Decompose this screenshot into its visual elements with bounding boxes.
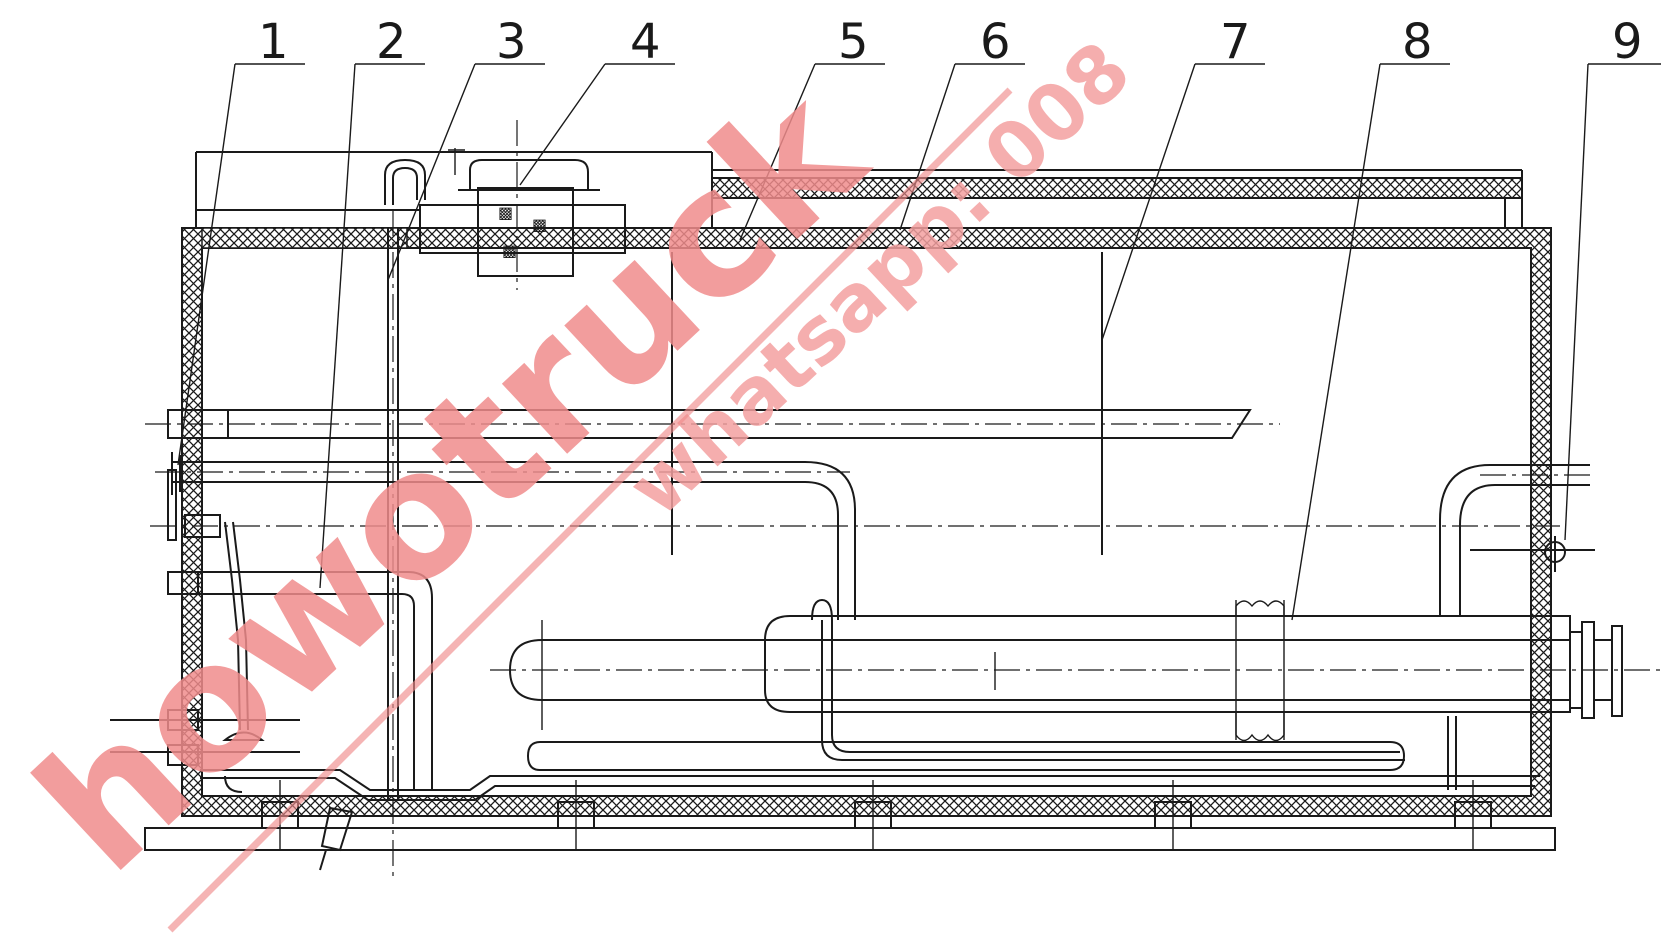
item-label-3: 3 <box>496 14 527 70</box>
svg-text:▩: ▩ <box>502 241 517 260</box>
manhole-inlet: ▩ ▩ ▩ <box>419 120 626 290</box>
insulated-shell <box>181 227 1552 817</box>
item-label-4: 4 <box>630 14 661 70</box>
heat-exchanger <box>490 600 1660 742</box>
item-label-1: 1 <box>258 14 289 70</box>
outlet-pipe <box>155 452 856 620</box>
svg-text:▩: ▩ <box>532 215 547 234</box>
right-return-pipe <box>1439 464 1595 616</box>
level-gauge <box>110 469 300 766</box>
base-frame <box>144 780 1556 851</box>
svg-text:▩: ▩ <box>498 203 513 222</box>
top-frame-left <box>195 151 713 249</box>
watermark-stripe <box>167 87 1013 933</box>
item-labels: 1 2 3 4 5 6 7 8 9 <box>258 14 1643 70</box>
leader-lines <box>177 63 1661 621</box>
item-label-2: 2 <box>376 14 407 70</box>
baffles <box>671 252 1103 555</box>
watermark-brand-text: howotruck <box>0 50 903 911</box>
heating-coil <box>526 598 1457 790</box>
fill-pipe <box>145 409 1280 439</box>
item-label-9: 9 <box>1612 14 1643 70</box>
item-label-5: 5 <box>838 14 869 70</box>
item-label-6: 6 <box>980 14 1011 70</box>
item-label-8: 8 <box>1402 14 1433 70</box>
drain-spout <box>319 806 354 871</box>
bottom-floor-pipes <box>200 769 1540 801</box>
item-label-7: 7 <box>1220 14 1251 70</box>
